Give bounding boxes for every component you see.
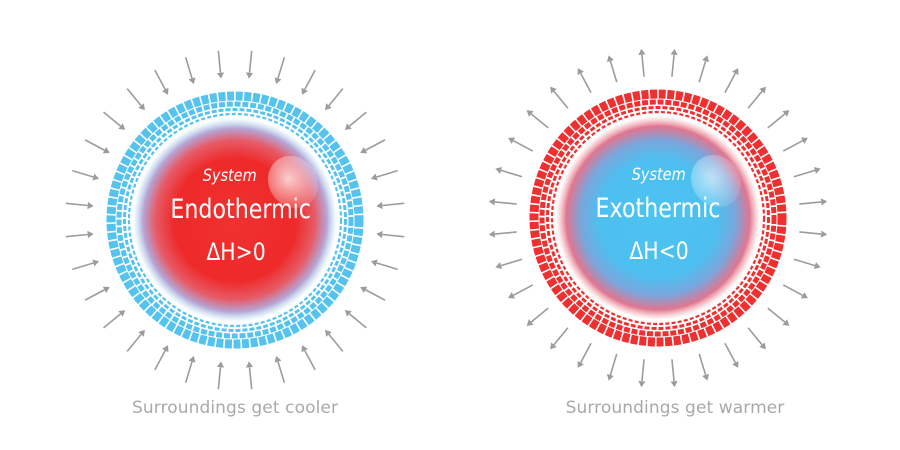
surroundings-caption: Surroundings get cooler — [15, 398, 455, 418]
heat-arrow — [275, 57, 285, 84]
enthalpy-label: ΔH<0 — [617, 237, 702, 265]
heat-arrow — [550, 328, 568, 350]
heat-arrow — [376, 231, 404, 238]
heat-arrow — [66, 231, 94, 238]
heat-arrow — [72, 171, 99, 181]
heat-arrow — [127, 330, 145, 352]
heat-arrow — [376, 202, 404, 209]
heat-arrow — [302, 345, 316, 370]
heat-arrow — [699, 354, 709, 381]
heat-arrow — [495, 167, 522, 177]
heat-arrow — [489, 230, 517, 237]
system-label: System — [203, 166, 257, 186]
heat-arrow — [550, 87, 568, 109]
exothermic-diagram — [450, 0, 900, 450]
heat-arrow — [246, 51, 253, 79]
heat-arrow — [794, 167, 821, 177]
heat-arrow — [66, 202, 94, 209]
heat-arrow — [186, 356, 196, 383]
heat-arrow — [246, 361, 253, 389]
surroundings-caption: Surroundings get warmer — [455, 398, 895, 418]
heat-arrow — [104, 310, 126, 328]
heat-arrow — [489, 198, 517, 205]
heat-arrow — [508, 138, 533, 152]
heat-arrow — [371, 260, 398, 270]
heat-arrow — [725, 68, 739, 93]
heat-arrow — [371, 171, 398, 181]
heat-arrow — [794, 259, 821, 269]
heat-arrow — [748, 328, 766, 350]
heat-arrow — [217, 361, 224, 389]
heat-arrow — [104, 112, 126, 130]
enthalpy-label: ΔH>0 — [194, 238, 279, 266]
heat-arrow — [85, 140, 110, 154]
heat-arrow — [638, 49, 645, 77]
heat-arrow — [508, 285, 533, 299]
heat-arrow — [72, 260, 99, 270]
endothermic-panel: System Endothermic ΔH>0 Surroundings get… — [0, 0, 450, 450]
heat-arrow — [345, 112, 367, 130]
heat-arrow — [799, 198, 827, 205]
heat-arrow — [607, 55, 617, 82]
heat-arrow — [325, 89, 343, 111]
heat-arrow — [186, 57, 196, 84]
heat-arrow — [670, 359, 677, 387]
heat-arrow — [85, 287, 110, 301]
reaction-type-label: Endothermic — [170, 194, 301, 225]
heat-arrow — [699, 55, 709, 82]
heat-arrow — [670, 49, 677, 77]
heat-arrow — [527, 110, 549, 128]
exothermic-panel: System Exothermic ΔH<0 Surroundings get … — [450, 0, 900, 450]
heat-arrow — [768, 110, 790, 128]
heat-arrow — [495, 259, 522, 269]
heat-arrow — [768, 308, 790, 326]
heat-arrow — [127, 89, 145, 111]
system-label: System — [632, 165, 686, 185]
endothermic-diagram — [0, 0, 450, 450]
heat-arrow — [275, 356, 285, 383]
heat-arrow — [799, 230, 827, 237]
heat-arrow — [360, 140, 385, 154]
heat-arrow — [748, 87, 766, 109]
heat-arrow — [325, 330, 343, 352]
heat-arrow — [638, 359, 645, 387]
heat-arrow — [155, 70, 169, 95]
heat-arrow — [360, 287, 385, 301]
heat-arrow — [155, 345, 169, 370]
heat-arrow — [783, 285, 808, 299]
heat-arrow — [527, 308, 549, 326]
heat-arrow — [345, 310, 367, 328]
heat-arrow — [578, 343, 592, 368]
heat-arrow — [302, 70, 316, 95]
heat-arrow — [578, 68, 592, 93]
heat-arrow — [217, 51, 224, 79]
reaction-type-label: Exothermic — [592, 193, 723, 224]
heat-arrow — [607, 354, 617, 381]
heat-arrow — [725, 343, 739, 368]
heat-arrow — [783, 138, 808, 152]
